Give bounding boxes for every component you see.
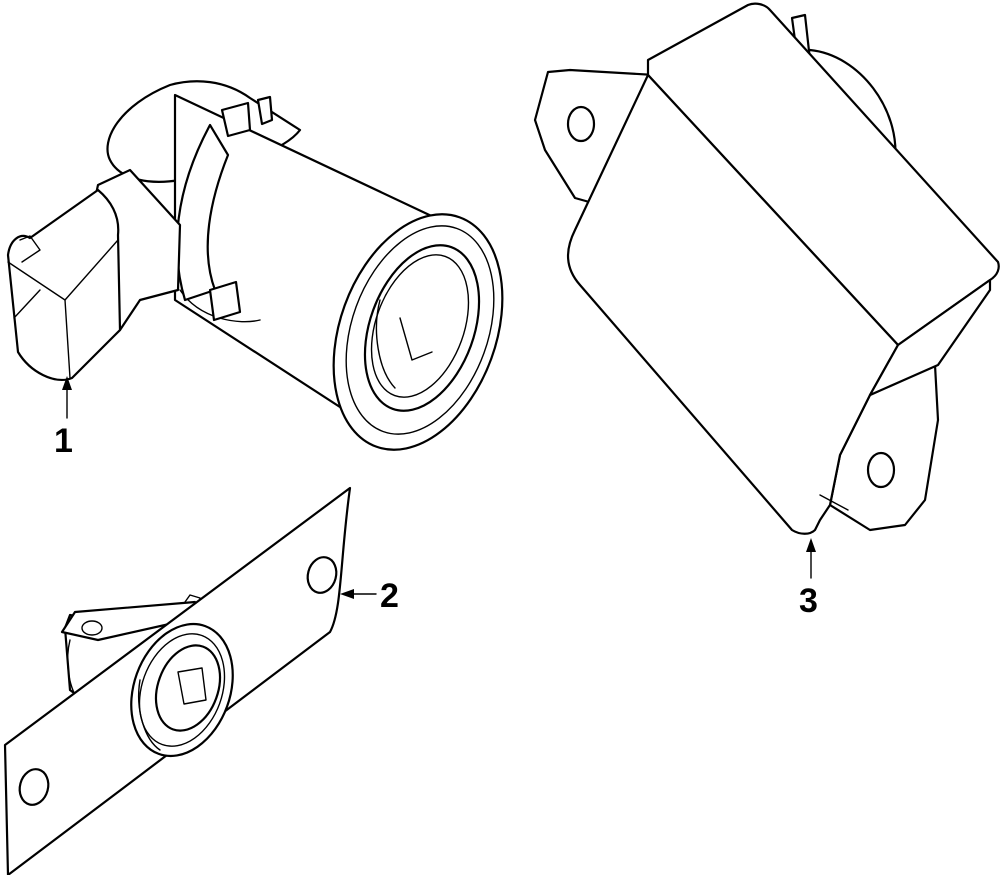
arrow-left-icon <box>340 589 354 599</box>
sensor-mounting-bracket-icon[interactable] <box>3 486 352 875</box>
callout-number-3: 3 <box>799 582 818 620</box>
callout-number-2: 2 <box>380 577 399 615</box>
callout-1: 1 <box>54 376 73 460</box>
callout-number-1: 1 <box>54 422 73 460</box>
callout-2: 2 <box>340 577 399 615</box>
arrow-up-icon <box>806 538 816 552</box>
callout-3: 3 <box>799 538 818 620</box>
arrow-up-icon <box>62 376 72 390</box>
control-module-icon[interactable] <box>533 2 1000 535</box>
parking-sensor-icon[interactable] <box>6 80 533 473</box>
